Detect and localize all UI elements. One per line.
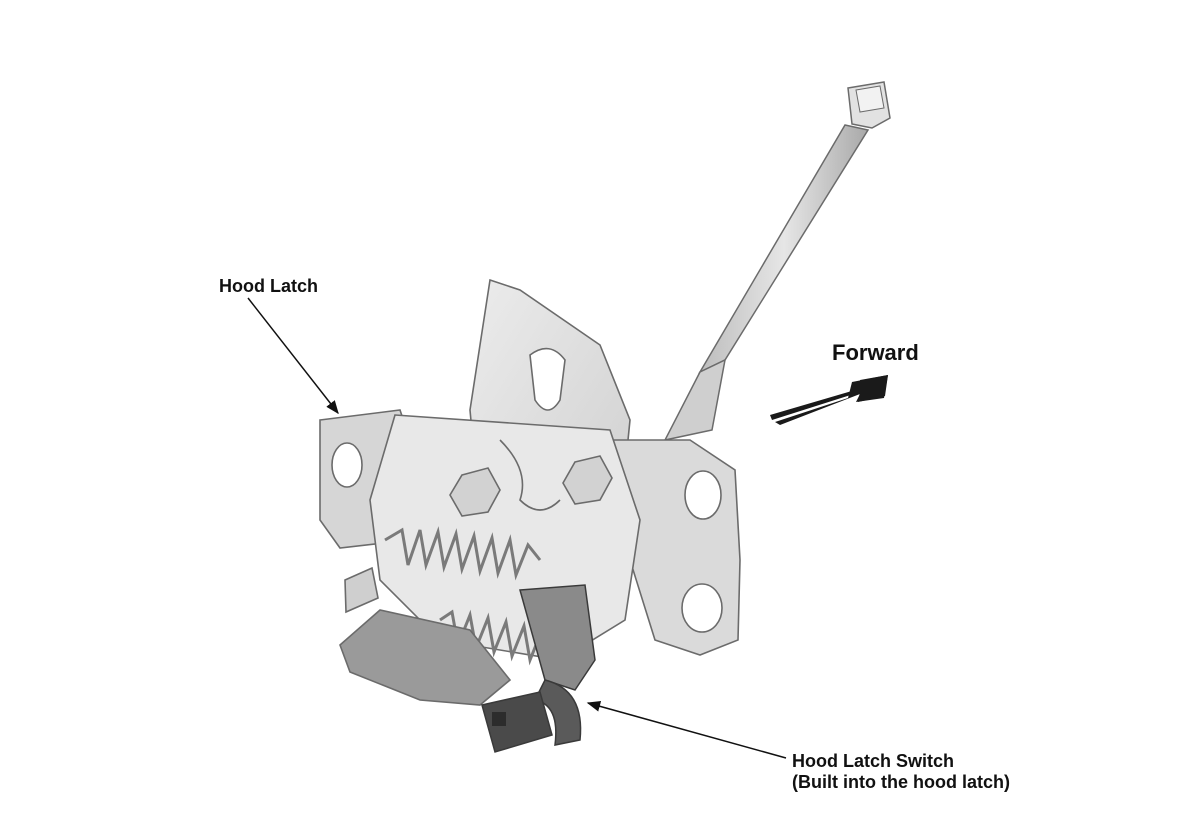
- latch-bottom-plate: [339, 566, 512, 706]
- hood-latch-label: Hood Latch: [219, 276, 318, 296]
- upper-spring: [384, 526, 542, 581]
- forward-arrow: [770, 375, 888, 425]
- hood-latch-leader: [247, 297, 339, 415]
- release-cable: [663, 81, 891, 442]
- hood-latch-switch-label-line2: (Built into the hood latch): [792, 771, 1010, 792]
- latch-right-bracket: [599, 439, 741, 656]
- hood-latch-switch-label-line1: Hood Latch Switch: [792, 751, 954, 771]
- hood-latch-switch-label: Hood Latch Switch (Built into the hood l…: [792, 751, 1010, 792]
- hood-latch-switch: [481, 584, 596, 753]
- switch-leader: [586, 701, 787, 759]
- forward-label: Forward: [832, 340, 919, 365]
